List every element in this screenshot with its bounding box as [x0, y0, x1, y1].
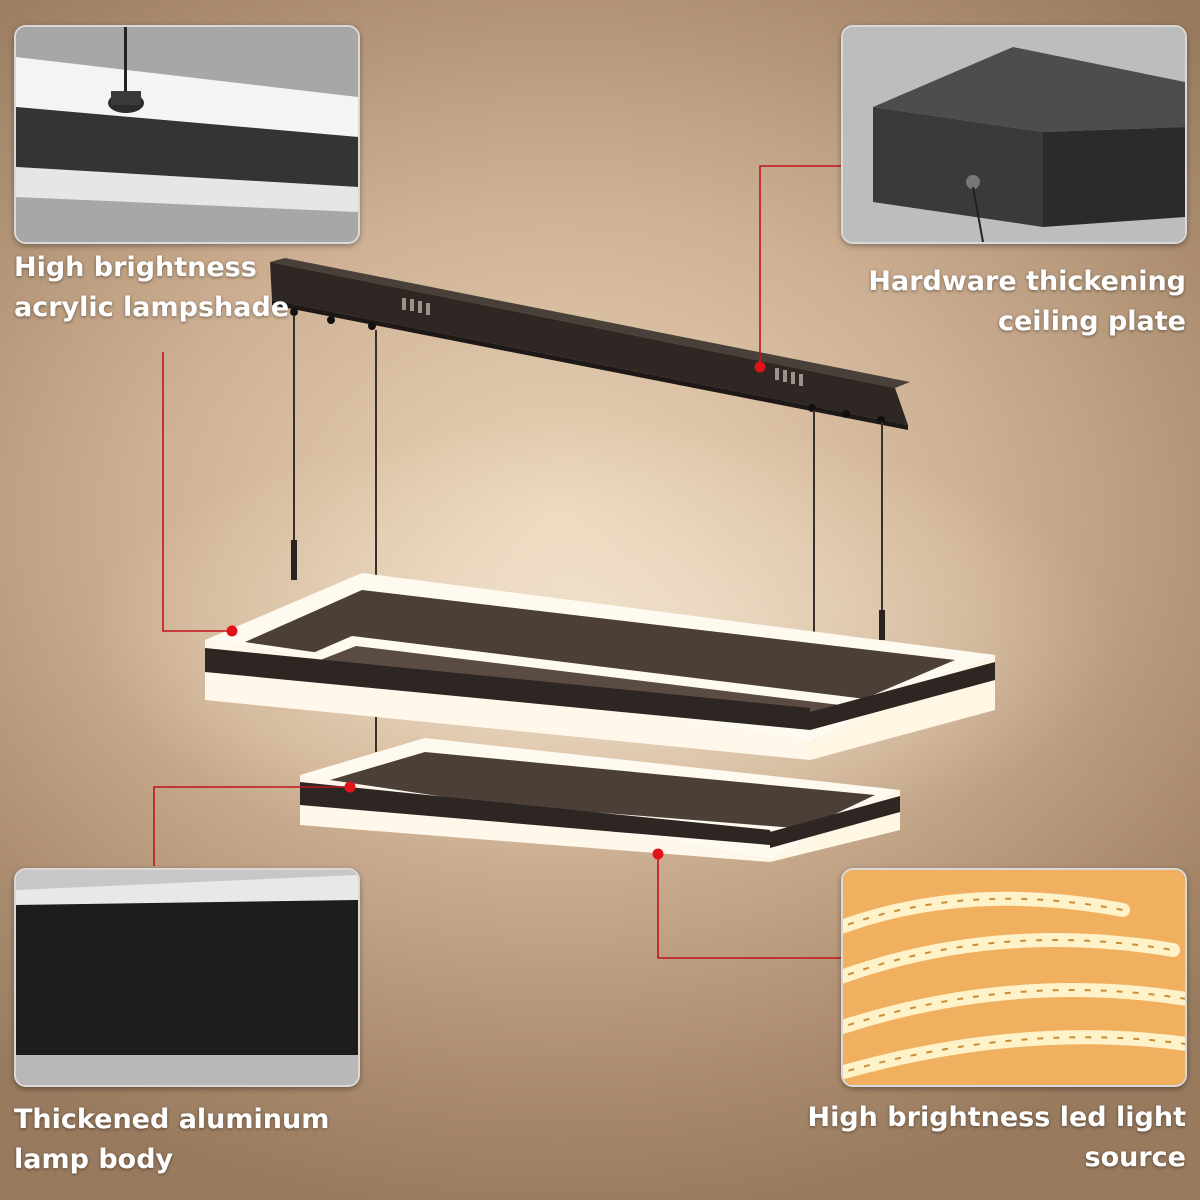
caption-led-light-source: High brightness led light source: [808, 1098, 1187, 1178]
caption-line: High brightness led light: [807, 1102, 1187, 1133]
caption-line: acrylic lampshade: [14, 292, 290, 323]
ceiling-plate: [270, 258, 910, 430]
caption-aluminum-body: Thickened aluminum lamp body: [14, 1100, 329, 1180]
caption-line: lamp body: [14, 1144, 174, 1175]
caption-acrylic-lampshade: High brightness acrylic lampshade: [14, 248, 289, 328]
caption-line: ceiling plate: [997, 306, 1186, 337]
acrylic-shade-detail-icon: [14, 25, 360, 244]
aluminum-body-detail-icon: [14, 868, 360, 1087]
callout-dots: [226, 361, 766, 860]
led-strip-detail-icon: [841, 868, 1187, 1087]
leader-lines: [153, 165, 842, 959]
caption-ceiling-plate: Hardware thickening ceiling plate: [868, 262, 1186, 342]
caption-line: High brightness: [14, 252, 257, 283]
caption-line: source: [1084, 1142, 1186, 1173]
caption-line: Thickened aluminum: [14, 1104, 330, 1135]
upper-ring: [205, 573, 995, 760]
ceiling-plate-detail-icon: [841, 25, 1187, 244]
lower-ring: [300, 738, 900, 862]
caption-line: Hardware thickening: [868, 266, 1186, 297]
